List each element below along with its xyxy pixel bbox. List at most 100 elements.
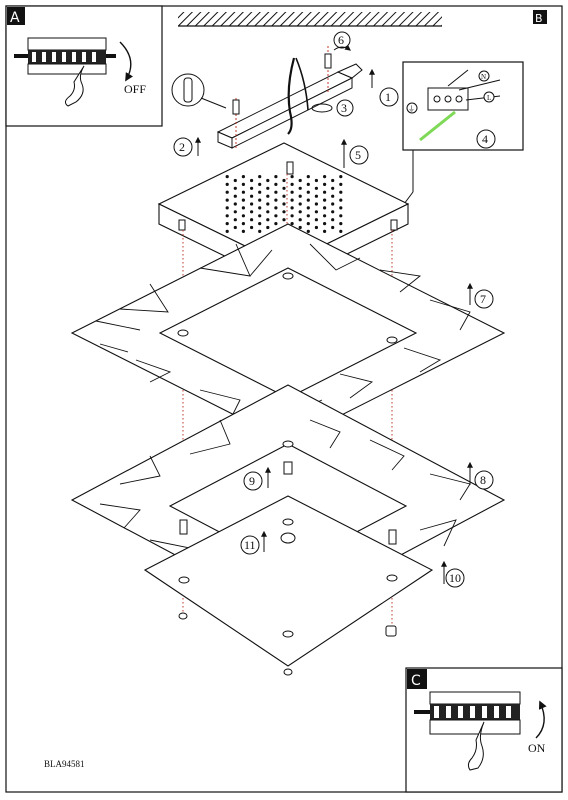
on-label: ON (528, 741, 546, 755)
vent-hole (298, 218, 302, 222)
svg-text:6: 6 (338, 33, 344, 47)
vent-hole (298, 202, 302, 206)
vent-hole (331, 210, 335, 214)
vent-hole (306, 182, 310, 186)
vent-hole (339, 229, 343, 233)
step-5: 5 (341, 138, 369, 168)
vent-hole (290, 182, 294, 186)
off-label: OFF (124, 82, 146, 96)
wire-label-n: N (481, 73, 486, 81)
vent-hole (339, 190, 343, 194)
vent-hole (323, 214, 327, 218)
vent-hole (233, 225, 237, 230)
cap-nuts (178, 612, 397, 676)
vent-hole (241, 198, 245, 202)
vent-hole (282, 178, 286, 183)
vent-hole (331, 202, 335, 206)
vent-hole (266, 218, 270, 222)
vent-hole (241, 214, 245, 218)
vent-hole (241, 229, 245, 233)
vent-hole (314, 202, 318, 206)
vent-hole (274, 190, 278, 194)
vent-hole (274, 198, 278, 202)
vent-hole (306, 214, 310, 218)
panel-b-letter: B (535, 12, 543, 25)
vent-hole (233, 186, 237, 190)
glass-shade-upper-pattern (95, 243, 471, 417)
vent-hole (258, 175, 262, 179)
vent-hole (274, 222, 278, 226)
vent-hole (339, 198, 343, 202)
vent-hole (306, 190, 310, 194)
svg-text:7: 7 (480, 292, 486, 306)
glass-plate-bottom (143, 495, 434, 667)
panel-a: A OFF (5, 5, 163, 127)
step-1: 1 (369, 68, 399, 107)
vent-hole (266, 225, 270, 230)
vent-hole (266, 210, 270, 214)
vent-hole (323, 198, 327, 202)
vent-hole (250, 178, 254, 183)
screw-left-icon (232, 98, 240, 148)
vent-hole (274, 182, 278, 186)
vent-hole (241, 206, 245, 210)
wiring-detail: N L ⏚ 4 (402, 61, 524, 205)
vent-hole (241, 175, 245, 179)
vent-hole (233, 218, 237, 222)
vent-hole (314, 218, 318, 222)
vent-hole (290, 190, 294, 194)
vent-hole (306, 206, 310, 210)
vent-hole (298, 186, 302, 190)
vent-hole (274, 175, 278, 179)
vent-hole (323, 222, 327, 226)
vent-hole (258, 222, 262, 226)
vent-hole (314, 194, 318, 198)
vent-hole (290, 222, 294, 226)
vent-hole (298, 210, 302, 214)
vent-hole (306, 175, 310, 179)
vent-hole (306, 198, 310, 202)
canopy-screws (178, 161, 398, 231)
panel-b: B (533, 10, 547, 25)
vent-hole (282, 186, 286, 190)
vent-hole (250, 218, 254, 222)
turn-off-arrow-icon (119, 41, 134, 82)
ceiling (178, 12, 442, 26)
vent-hole (323, 206, 327, 210)
vent-hole (241, 182, 245, 186)
vent-hole (282, 210, 286, 214)
vent-hole (233, 210, 237, 214)
vent-hole (241, 222, 245, 226)
vent-hole (339, 206, 343, 210)
vent-hole (241, 190, 245, 194)
step-6: 6 (333, 31, 351, 51)
svg-text:3: 3 (341, 101, 347, 115)
circuit-breaker-on-icon (414, 691, 521, 771)
vent-hole (306, 222, 310, 226)
article-code: BLA94581 (44, 759, 85, 769)
vent-hole (225, 214, 229, 218)
vent-hole (298, 225, 302, 230)
step-9: 9 (243, 461, 293, 491)
svg-text:9: 9 (249, 474, 255, 488)
vent-hole (331, 178, 335, 183)
wire-label-l: L (487, 94, 491, 102)
glass-plate-bottom-holes (178, 518, 398, 638)
vent-hole (250, 210, 254, 214)
vent-hole (314, 186, 318, 190)
vent-hole (274, 214, 278, 218)
vent-hole (266, 194, 270, 198)
panel-a-letter: A (10, 10, 20, 26)
vent-hole (314, 178, 318, 183)
power-cable (287, 57, 296, 135)
wire-label-ground: ⏚ (408, 105, 415, 113)
glass-shade-middle-holes (282, 440, 294, 448)
vent-hole (339, 214, 343, 218)
vent-hole (258, 206, 262, 210)
mounting-bracket (216, 63, 363, 149)
vent-hole (306, 229, 310, 233)
screw-right-icon (324, 46, 332, 92)
vent-hole (258, 198, 262, 202)
vent-hole (258, 190, 262, 194)
